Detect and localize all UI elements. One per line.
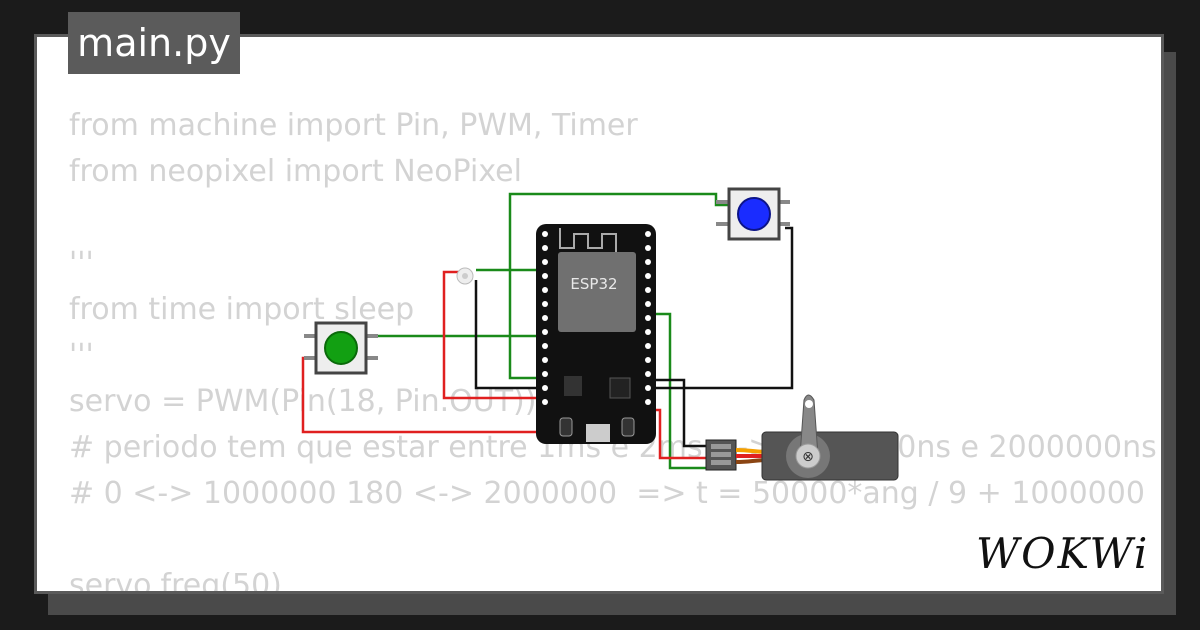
esp32-board: ESP32 [536, 224, 656, 444]
code-line: servo = PWM(Pin(18, Pin.OUT)) [69, 384, 537, 419]
code-line: # 0 <-> 1000000 180 <-> 2000000 => t = 5… [69, 476, 1145, 511]
regulator [564, 376, 582, 396]
right-pins [645, 231, 651, 405]
wire-black-led [474, 280, 540, 390]
green-pushbutton[interactable] [304, 321, 378, 375]
file-tab[interactable]: main.py [68, 12, 240, 74]
code-line: from machine import Pin, PWM, Timer [69, 108, 638, 143]
code-line: servo.freq(50) [69, 568, 282, 594]
boot-button [621, 417, 635, 437]
code-line: from time import sleep [69, 292, 415, 327]
servo-motor: ⊗ [705, 394, 899, 481]
wire-red-servo [652, 408, 710, 460]
neopixel-led [456, 267, 474, 285]
esp32-module [558, 252, 636, 332]
code-line: ''' [69, 338, 94, 373]
board-label: ESP32 [570, 275, 617, 293]
usb-chip [609, 377, 631, 399]
wires [301, 192, 794, 470]
blue-pushbutton[interactable] [716, 187, 790, 241]
wire-green-servo [652, 312, 710, 470]
servo-horn [799, 394, 819, 457]
left-pins [542, 231, 548, 405]
code-line: ''' [69, 246, 94, 281]
code-listing: from machine import Pin, PWM, Timer from… [69, 103, 1157, 594]
antenna-trace [559, 228, 617, 254]
svg-text:⊗: ⊗ [802, 449, 814, 465]
wire-black-servo [652, 378, 710, 448]
reset-button [559, 417, 573, 437]
code-line: from neopixel import NeoPixel [69, 154, 522, 189]
wire-green-green-button [366, 334, 542, 368]
wire-green-blue-button [508, 192, 728, 380]
wokwi-logo: WOKWi [976, 529, 1150, 578]
usb-port [586, 424, 610, 442]
wire-black-blue-button [652, 226, 794, 390]
